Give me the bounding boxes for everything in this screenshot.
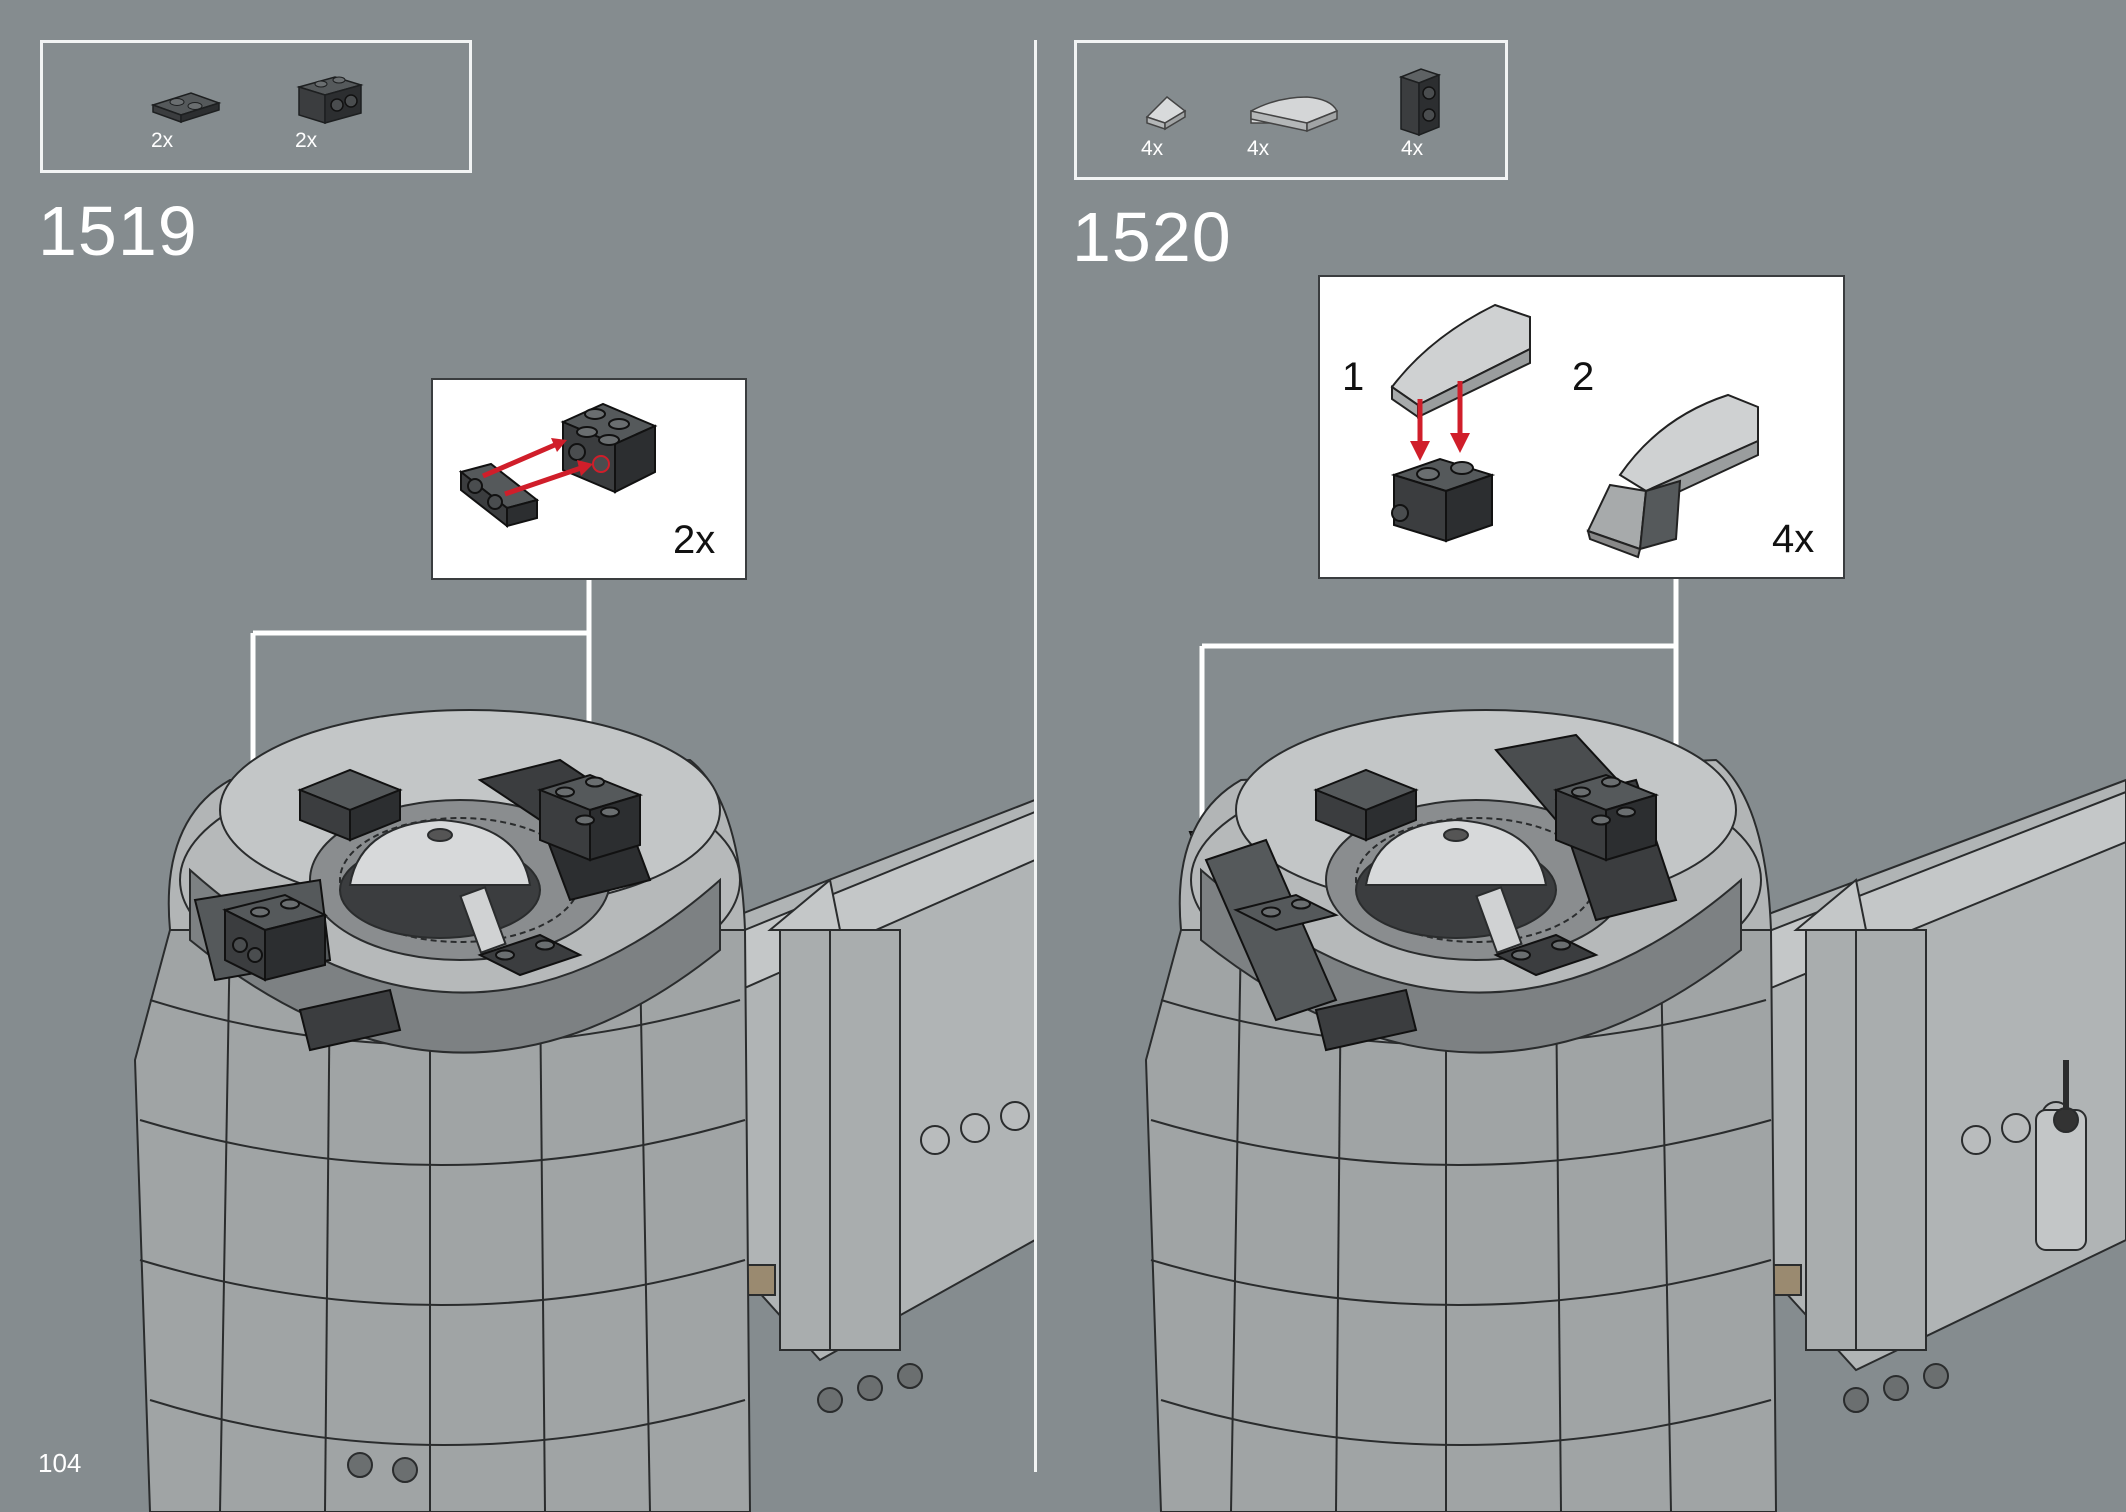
page-divider — [1034, 40, 1037, 1472]
parts-list-1519: 2x 2x — [40, 40, 472, 173]
callout-1520: 1 2 — [1318, 275, 1845, 579]
callout-qty: 2x — [673, 518, 716, 562]
red-arrow-icon — [482, 438, 593, 497]
callout-qty: 4x — [1772, 517, 1815, 561]
dark-grey-brick-icon — [1390, 457, 1496, 543]
dark-bricks — [193, 758, 652, 1052]
sub-step-number: 1 — [1342, 355, 1365, 399]
model-render-1520 — [1144, 709, 2126, 1512]
callout-1519: 2x — [431, 378, 747, 580]
arm-structure — [698, 798, 1036, 1413]
dark-grey-brick-1x2-studs-on-side-icon — [296, 76, 364, 125]
center-dome — [1355, 818, 1557, 954]
dark-grey-brick-icon — [560, 402, 658, 494]
step-number-1520: 1520 — [1072, 198, 1232, 276]
assembly-diagram-1520 — [1390, 303, 1759, 559]
page-number: 104 — [38, 1448, 82, 1478]
part-qty: 4x — [1247, 137, 1270, 160]
assembled-piece-icon — [1586, 393, 1759, 559]
sub-step-number: 2 — [1572, 355, 1595, 399]
light-grey-curved-slope-icon — [1250, 96, 1339, 133]
dark-grey-plate-1x2-icon — [150, 92, 222, 124]
step-number-1519: 1519 — [38, 192, 198, 270]
part-qty: 2x — [295, 129, 318, 152]
white-arrow-icon — [1199, 579, 1679, 845]
light-grey-wedge-slope-icon — [1145, 96, 1187, 131]
center-dome — [339, 818, 541, 954]
parts-list-1520: 4x 4x 4x — [1074, 40, 1508, 180]
dark-bricks — [1204, 733, 1678, 1052]
part-qty: 4x — [1401, 137, 1424, 160]
dark-grey-brick-studs-on-side-icon — [1398, 68, 1442, 137]
part-qty: 2x — [151, 129, 174, 152]
red-arrow-icon — [1410, 381, 1470, 461]
part-qty: 4x — [1141, 137, 1164, 160]
light-grey-curved-slope-icon — [1390, 303, 1531, 419]
arm-structure — [1724, 778, 2126, 1413]
dark-grey-plate-icon — [458, 462, 540, 529]
assembly-diagram-1519 — [458, 402, 658, 529]
model-render-1519 — [133, 709, 1036, 1512]
